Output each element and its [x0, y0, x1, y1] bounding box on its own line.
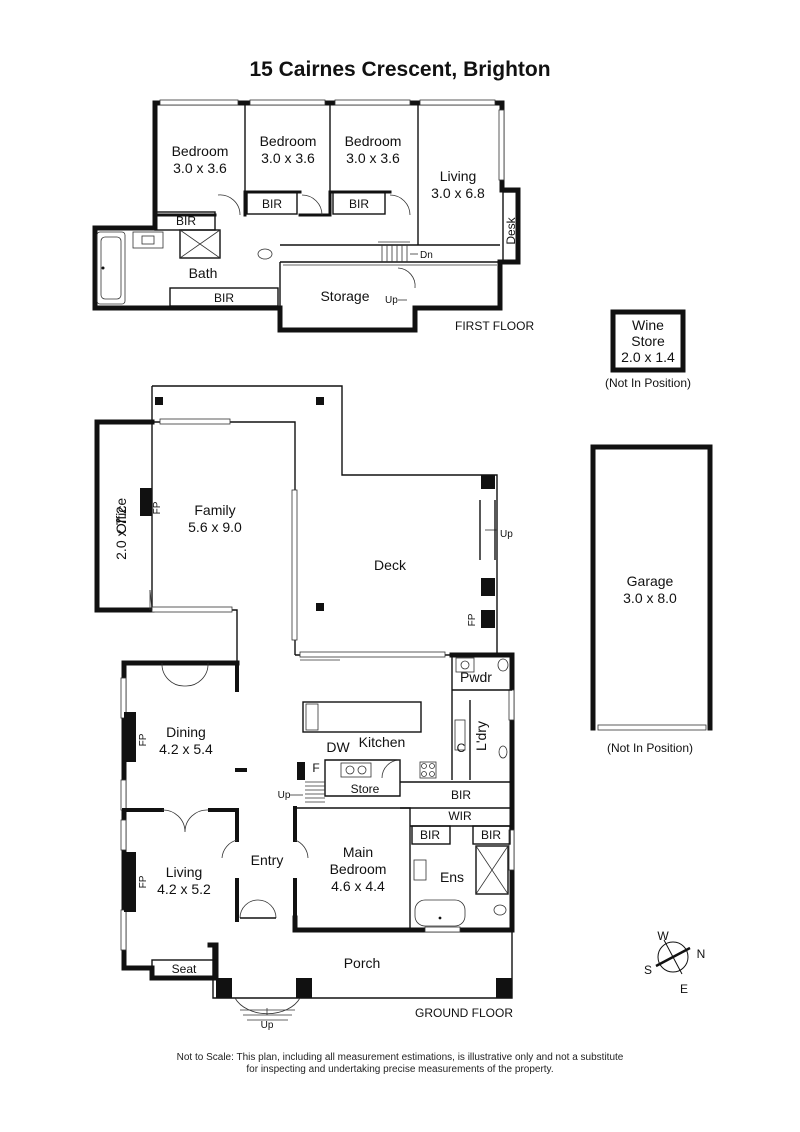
- main-bedroom-name-2: Bedroom: [330, 861, 387, 877]
- plan-title: 15 Cairnes Crescent, Brighton: [249, 58, 550, 81]
- entry-label: Entry: [251, 852, 284, 868]
- fp-living: FP: [138, 875, 149, 888]
- main-bedroom-size: 4.6 x 4.4: [331, 878, 385, 894]
- wine-store-size: 2.0 x 1.4: [621, 349, 675, 365]
- ff-up-label: Up: [385, 295, 398, 306]
- garage: Garage 3.0 x 8.0 (Not In Position): [590, 444, 713, 755]
- first-floor: Dn Up Bedroom 3.0 x 3.6 Bedroom 3.0 x 3.…: [92, 99, 534, 333]
- compass-n: N: [697, 947, 706, 961]
- living-size: 4.2 x 5.2: [157, 881, 211, 897]
- garage-name: Garage: [627, 573, 674, 589]
- ground-floor-label: GROUND FLOOR: [415, 1006, 513, 1020]
- office-size: 2.0 x 7.2: [113, 506, 129, 560]
- porch-label: Porch: [344, 955, 381, 971]
- ff-dn-label: Dn: [420, 250, 433, 261]
- compass-s: S: [644, 963, 652, 977]
- ff-bedroom-2-name: Bedroom: [260, 133, 317, 149]
- dining-name: Dining: [166, 724, 206, 740]
- ff-bath-label: Bath: [189, 265, 218, 281]
- ens-bir-left: BIR: [420, 828, 440, 842]
- bir-label: BIR: [451, 788, 471, 802]
- first-floor-label: FIRST FLOOR: [455, 319, 534, 333]
- garage-size: 3.0 x 8.0: [623, 590, 677, 606]
- store-label: Store: [351, 782, 380, 796]
- ff-bedroom-3-name: Bedroom: [345, 133, 402, 149]
- ff-living-size: 3.0 x 6.8: [431, 185, 485, 201]
- stair-up-label: Up: [278, 790, 291, 801]
- fp-dining: FP: [138, 733, 149, 746]
- compass-e: E: [680, 982, 688, 996]
- dining-size: 4.2 x 5.4: [159, 741, 213, 757]
- ff-living-name: Living: [440, 168, 477, 184]
- ff-bedroom-1-size: 3.0 x 3.6: [173, 160, 227, 176]
- wine-store-note: (Not In Position): [605, 376, 691, 390]
- office-name: Office: [113, 498, 129, 535]
- main-bedroom-name: Main: [343, 844, 373, 860]
- ff-bir-4: BIR: [214, 291, 234, 305]
- ens-label: Ens: [440, 869, 464, 885]
- compass: W N S E: [644, 929, 705, 996]
- wine-store-name: Wine: [632, 317, 664, 333]
- ff-bir-3: BIR: [349, 197, 369, 211]
- ff-bir-1: BIR: [176, 214, 196, 228]
- living-name: Living: [166, 864, 203, 880]
- ff-bedroom-3-size: 3.0 x 3.6: [346, 150, 400, 166]
- ff-desk-label: Desk: [504, 216, 518, 244]
- garage-note: (Not In Position): [607, 741, 693, 755]
- fridge-label: F: [312, 761, 319, 775]
- disclaimer-line-2: for inspecting and undertaking precise m…: [246, 1064, 553, 1075]
- ground-floor: Up: [94, 385, 515, 1031]
- wir-label: WIR: [448, 809, 472, 823]
- ff-storage-label: Storage: [320, 288, 369, 304]
- ldry-label: L'dry: [473, 721, 489, 751]
- seat-label: Seat: [172, 962, 197, 976]
- compass-w: W: [657, 929, 669, 943]
- deck-up-label: Up: [500, 529, 513, 540]
- wine-store-name-2: Store: [631, 333, 665, 349]
- wine-store: Wine Store 2.0 x 1.4 (Not In Position): [605, 309, 691, 390]
- porch-up-label: Up: [261, 1020, 274, 1031]
- ff-bedroom-2-size: 3.0 x 3.6: [261, 150, 315, 166]
- dw-label: DW: [326, 739, 350, 755]
- fp-family: FP: [152, 501, 163, 514]
- ff-bedroom-1-name: Bedroom: [172, 143, 229, 159]
- cupboard-label: C: [457, 741, 466, 755]
- family-name: Family: [194, 502, 235, 518]
- pwdr-label: Pwdr: [460, 669, 492, 685]
- fp-deck: FP: [467, 613, 478, 626]
- kitchen-label: Kitchen: [359, 734, 406, 750]
- ff-bir-2: BIR: [262, 197, 282, 211]
- disclaimer-line-1: Not to Scale: This plan, including all m…: [177, 1052, 624, 1063]
- family-size: 5.6 x 9.0: [188, 519, 242, 535]
- deck-label: Deck: [374, 557, 407, 573]
- ens-bir-right: BIR: [481, 828, 501, 842]
